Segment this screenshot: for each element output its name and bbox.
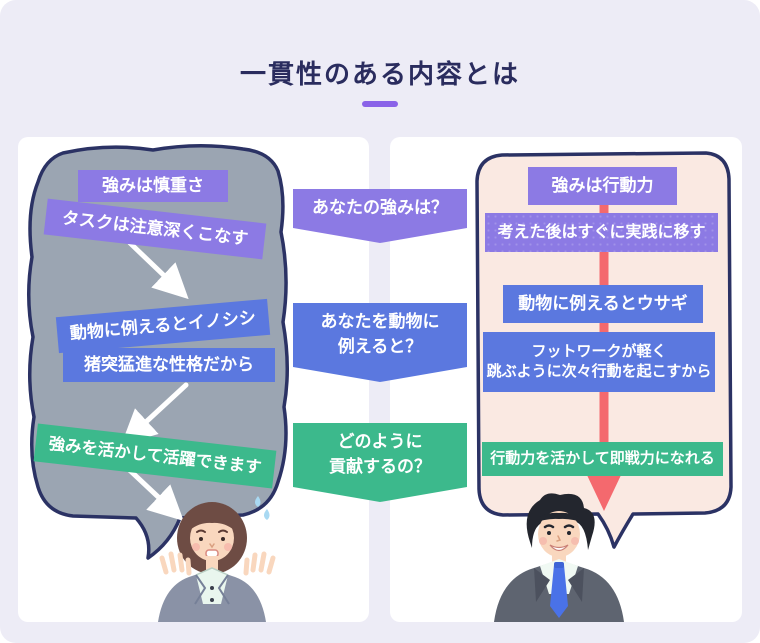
left-answer-animal-detail: 猪突猛進な性格だから: [63, 348, 275, 382]
left-answer-strength: 強みは慎重さ: [78, 170, 228, 202]
right-answer-strength: 強みは行動力: [528, 167, 677, 205]
sweat-drops-icon: [255, 496, 270, 520]
female-applicant-illustration: [158, 496, 276, 622]
question-contribution: どのように 貢献するの？: [293, 423, 467, 502]
right-answer-contribution: 行動力を活かして即戦力になれる: [482, 442, 723, 476]
male-applicant-illustration: [494, 493, 624, 622]
title-underline-accent: [362, 101, 398, 107]
flow-arrow-1-icon: [127, 240, 189, 300]
question-animal-comparison: あなたを動物に 例えると？: [293, 303, 467, 382]
right-answer-strength-detail: 考えた後はすぐに実践に移す: [485, 213, 718, 252]
right-answer-animal: 動物に例えるとウサギ: [503, 285, 703, 323]
right-answer-animal-detail: フットワークが軽く 跳ぶように次々行動を起こすから: [483, 332, 715, 392]
red-arrowhead-icon: [586, 473, 622, 511]
flow-arrow-2-icon: [121, 382, 189, 445]
page-title: 一貫性のある内容とは: [239, 59, 520, 89]
panel-consistent: 強みは行動力 考えた後はすぐに実践に移す 動物に例えるとウサギ フットワークが軽…: [390, 137, 742, 622]
raised-hands: [159, 551, 276, 576]
